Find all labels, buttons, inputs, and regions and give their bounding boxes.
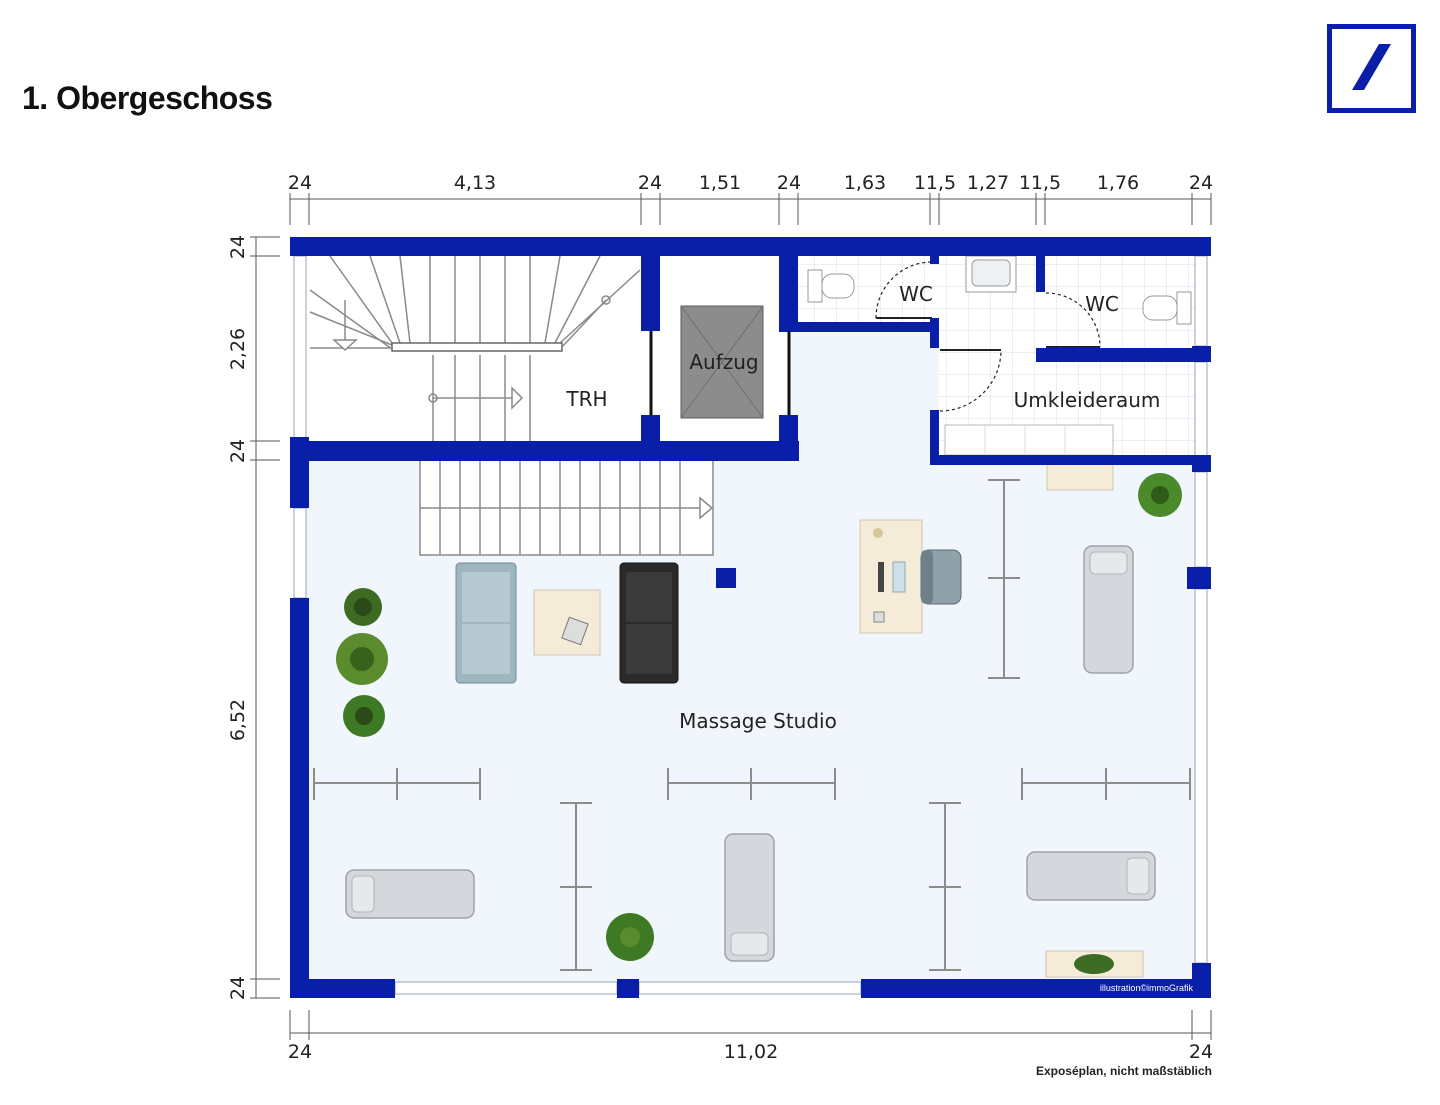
dim-top-4: 1,51 [699, 172, 741, 194]
dim-top-9: 11,5 [1019, 172, 1061, 194]
room-label-wc-right: WC [1085, 292, 1119, 316]
dim-left-4: 6,52 [227, 699, 249, 741]
dim-top-3: 24 [638, 172, 662, 194]
toilet-icon-left [807, 269, 855, 303]
plant-icon [343, 695, 385, 737]
windows [293, 255, 1208, 995]
office-desk [859, 519, 923, 634]
illustration-credit: illustration©immoGrafik [1100, 983, 1194, 993]
door-leaves [876, 317, 1100, 351]
dim-top-1: 24 [288, 172, 312, 194]
plant-icon [1138, 473, 1182, 517]
room-dividers [313, 479, 1191, 971]
plant-icon [336, 633, 388, 685]
coffee-table [533, 589, 601, 656]
sofa-light-blue [455, 562, 517, 684]
massage-table-pillows [351, 551, 1150, 956]
walls [290, 237, 1211, 998]
structural-column [716, 568, 736, 588]
plant-icon [606, 913, 654, 961]
room-label-trh: TRH [565, 387, 607, 411]
massage-tables [345, 545, 1156, 962]
room-label-umkleideraum: Umkleideraum [1014, 388, 1161, 412]
plant-icon [1074, 954, 1114, 974]
staircase-upper [309, 255, 641, 441]
dim-top-10: 1,76 [1097, 172, 1139, 194]
dim-left-3: 24 [227, 439, 249, 463]
dimension-ticks [250, 193, 1212, 1040]
dim-top-8: 1,27 [967, 172, 1009, 194]
bank-logo-icon [1327, 24, 1416, 113]
staircase-lower [419, 459, 714, 556]
footnote: Exposéplan, nicht maßstäblich [1035, 1064, 1212, 1078]
dim-top-7: 11,5 [914, 172, 956, 194]
dim-bottom-3: 24 [1189, 1041, 1213, 1063]
dim-bottom-1: 24 [288, 1041, 312, 1063]
sink-icon [965, 255, 1017, 293]
elevator-shaft-icon [680, 305, 764, 419]
dimension-lines [255, 198, 1211, 1034]
toilet-icon-right [1142, 291, 1192, 325]
door-swings [875, 261, 1101, 412]
page-title: 1. Obergeschoss [22, 80, 273, 116]
sofa-dark [619, 562, 679, 684]
dim-left-2: 2,26 [227, 328, 249, 370]
dim-top-6: 1,63 [844, 172, 886, 194]
plant-icons [336, 473, 1182, 974]
changing-bench [944, 424, 1114, 456]
dim-left-5: 24 [227, 976, 249, 1000]
room-label-wc-left: WC [899, 282, 933, 306]
office-chair [920, 549, 962, 605]
room-label-aufzug: Aufzug [689, 350, 758, 374]
elevator-door-lines [649, 331, 791, 415]
plant-icon [344, 588, 382, 626]
room-label-massage-studio: Massage Studio [679, 709, 837, 733]
dim-top-2: 4,13 [454, 172, 496, 194]
dim-top-5: 24 [777, 172, 801, 194]
dim-bottom-2: 11,02 [724, 1041, 778, 1063]
dim-left-1: 24 [227, 235, 249, 259]
dim-top-11: 24 [1189, 172, 1213, 194]
